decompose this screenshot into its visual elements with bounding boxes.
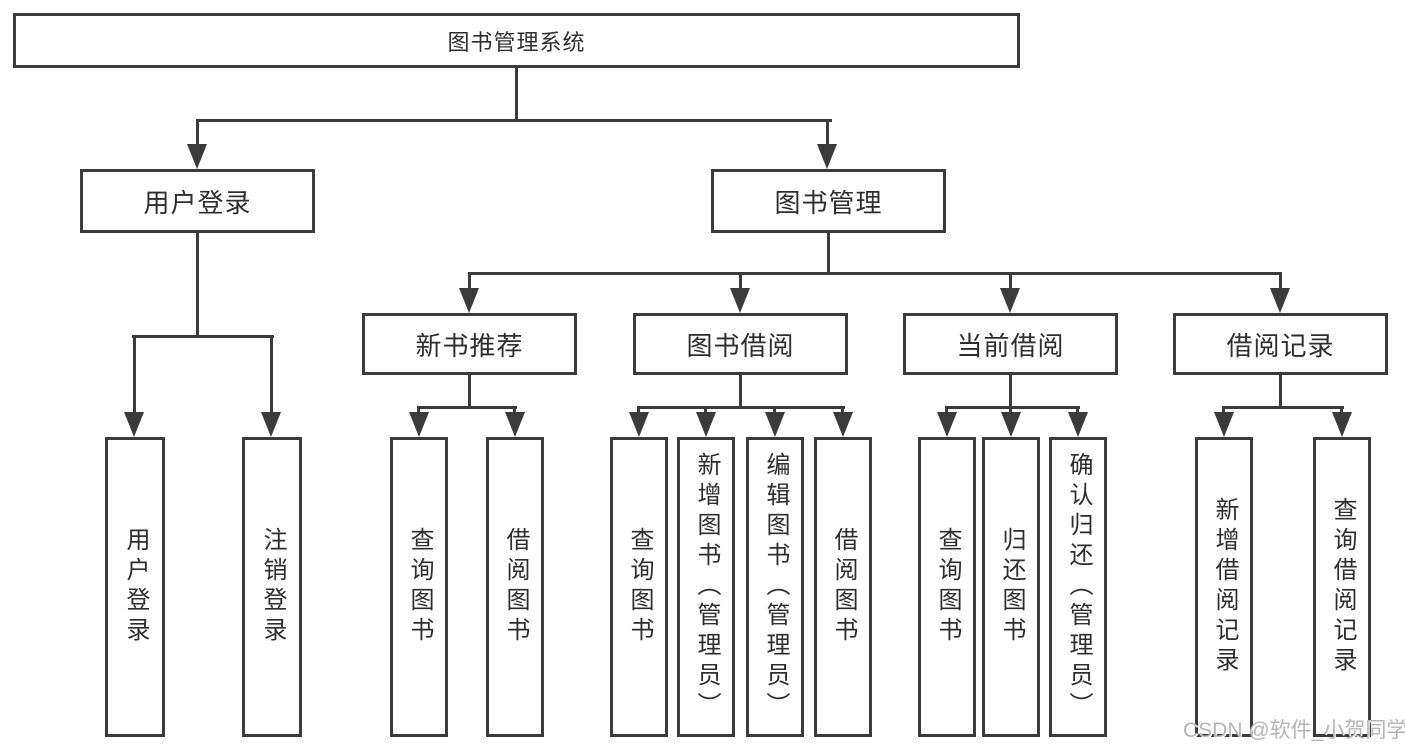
node-label: 查询图书 [934, 527, 961, 647]
node-book-borrow: 图书借阅 [633, 313, 848, 375]
node-label: 注销登录 [259, 527, 286, 647]
connector-drop [841, 406, 844, 414]
connector-borrow-trunk [739, 375, 742, 409]
arrow-down-icon [1068, 412, 1088, 437]
connector-root-rail [196, 119, 832, 122]
connector-drop [1009, 406, 1012, 414]
connector-drop [1340, 406, 1343, 414]
leaf-query-borrow-record: 查询借阅记录 [1313, 437, 1371, 737]
node-label: 查询图书 [406, 527, 433, 647]
node-label: 归还图书 [998, 527, 1025, 647]
node-label: 借阅图书 [502, 527, 529, 647]
node-label: 查询借阅记录 [1329, 497, 1356, 677]
node-label: 图书借阅 [686, 330, 795, 361]
node-current-borrow: 当前借阅 [903, 313, 1118, 375]
connector-current-rail [945, 406, 1080, 409]
connector-drop-new-book [468, 272, 471, 290]
node-label: 编辑图书（管理员） [762, 452, 789, 722]
leaf-query-books-recommend: 查询图书 [390, 437, 448, 737]
leaf-user-login: 用户登录 [105, 437, 165, 737]
connector-current-trunk [1009, 375, 1012, 409]
arrow-down-icon [833, 412, 853, 437]
connector-book-mgmt-trunk [827, 233, 830, 274]
connector-drop-book-management [826, 119, 829, 146]
node-label: 查询图书 [626, 527, 653, 647]
node-label: 当前借阅 [956, 330, 1065, 361]
leaf-logout: 注销登录 [242, 437, 302, 737]
leaf-edit-book-admin: 编辑图书（管理员） [746, 437, 804, 737]
connector-drop [773, 406, 776, 414]
leaf-add-book-admin: 新增图书（管理员） [677, 437, 735, 737]
connector-root-trunk [515, 68, 518, 122]
arrow-down-icon [1000, 288, 1020, 313]
node-label: 用户登录 [143, 187, 252, 218]
node-label: 图书管理系统 [447, 29, 586, 55]
arrow-down-icon [629, 412, 649, 437]
node-label: 新书推荐 [415, 330, 524, 361]
connector-records-rail [1222, 406, 1344, 409]
watermark: CSDN @软件_小贺同学 [1183, 719, 1405, 742]
leaf-query-books-current: 查询图书 [918, 437, 976, 737]
node-library-system: 图书管理系统 [13, 13, 1020, 68]
connector-drop [1222, 406, 1225, 414]
connector-drop [1076, 406, 1079, 414]
node-label: 图书管理 [774, 187, 883, 218]
node-borrow-records: 借阅记录 [1173, 313, 1388, 375]
arrow-down-icon [1332, 412, 1352, 437]
arrow-down-icon [1001, 412, 1021, 437]
arrow-down-icon [1270, 288, 1290, 313]
connector-recommend-rail [417, 406, 517, 409]
node-user-login: 用户登录 [80, 169, 315, 233]
arrow-down-icon [765, 412, 785, 437]
arrow-down-icon [124, 412, 144, 437]
arrow-down-icon [696, 412, 716, 437]
connector-drop [417, 406, 420, 414]
arrow-down-icon [505, 412, 525, 437]
arrow-down-icon [459, 288, 479, 313]
connector-drop [637, 406, 640, 414]
connector-drop-borrow-records [1279, 272, 1282, 290]
connector-drop-leaf-logout [270, 335, 273, 413]
connector-records-trunk [1279, 375, 1282, 409]
leaf-query-books-borrow: 查询图书 [610, 437, 668, 737]
arrow-down-icon [937, 412, 957, 437]
connector-drop [513, 406, 516, 414]
connector-drop [704, 406, 707, 414]
connector-drop-book-borrow [739, 272, 742, 290]
connector-drop [945, 406, 948, 414]
leaf-confirm-return-admin: 确认归还（管理员） [1049, 437, 1107, 737]
node-label: 新增借阅记录 [1211, 497, 1238, 677]
node-book-management: 图书管理 [711, 169, 946, 233]
node-label: 用户登录 [122, 527, 149, 647]
connector-drop-user-login [196, 119, 199, 146]
node-label: 确认归还（管理员） [1065, 452, 1092, 722]
arrow-down-icon [1214, 412, 1234, 437]
node-new-book-recommend: 新书推荐 [362, 313, 577, 375]
connector-drop-leaf-user-login [133, 335, 136, 413]
node-label: 借阅图书 [830, 527, 857, 647]
arrow-down-icon [409, 412, 429, 437]
node-label: 新增图书（管理员） [693, 452, 720, 722]
connector-recommend-trunk [468, 375, 471, 409]
leaf-borrow-books: 借阅图书 [814, 437, 872, 737]
arrow-down-icon [261, 412, 281, 437]
leaf-add-borrow-record: 新增借阅记录 [1195, 437, 1253, 737]
connector-book-mgmt-rail [468, 272, 1282, 275]
connector-drop-current-borrow [1009, 272, 1012, 290]
node-label: 借阅记录 [1226, 330, 1335, 361]
leaf-borrow-books-recommend: 借阅图书 [486, 437, 544, 737]
leaf-return-book: 归还图书 [982, 437, 1040, 737]
arrow-down-icon [730, 288, 750, 313]
connector-user-login-rail [132, 335, 274, 338]
connector-borrow-rail [637, 406, 845, 409]
arrow-down-icon [817, 144, 837, 169]
connector-user-login-trunk [196, 233, 199, 338]
arrow-down-icon [187, 144, 207, 169]
